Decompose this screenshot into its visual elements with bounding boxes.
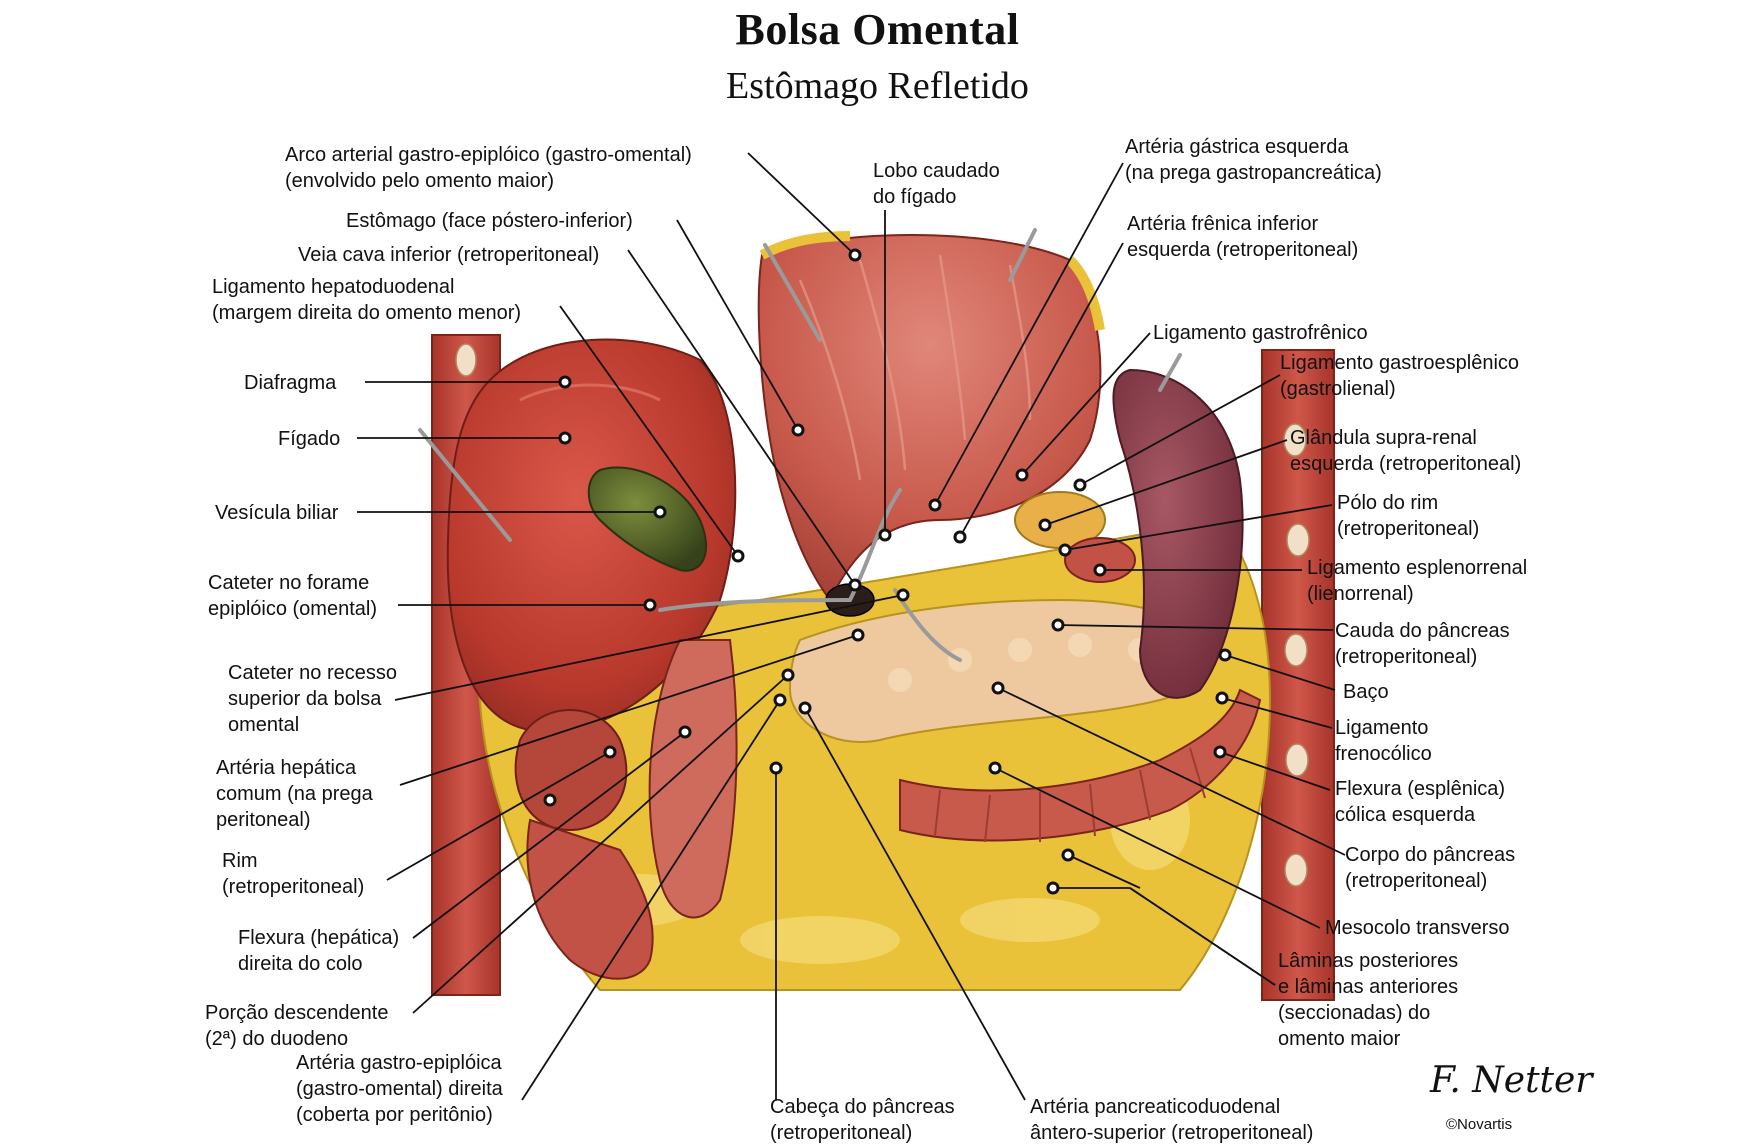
label-cabeca-pancreas: Cabeça do pâncreas(retroperitoneal) xyxy=(770,1096,955,1144)
label-diafragma: Diafragma xyxy=(244,372,337,394)
label-arco-arterial: Arco arterial gastro-epiplóico (gastro-o… xyxy=(285,144,692,192)
right-kidney xyxy=(514,709,628,832)
label-mesocolo: Mesocolo transverso xyxy=(1325,917,1510,939)
stomach xyxy=(757,234,1102,602)
duodenum xyxy=(648,639,738,919)
label-polo-rim: Pólo do rim(retroperitoneal) xyxy=(1337,492,1480,540)
spleen xyxy=(1112,368,1244,699)
label-vesicula-biliar: Vesícula biliar xyxy=(215,502,339,524)
artist-signature: F. Netter xyxy=(1430,1060,1593,1101)
label-baco: Baço xyxy=(1343,681,1389,703)
label-ligamento-hepatoduodenal: Ligamento hepatoduodenal(margem direita … xyxy=(212,276,522,324)
label-veia-cava: Veia cava inferior (retroperitoneal) xyxy=(298,244,600,266)
right-abdominal-wall xyxy=(1261,349,1335,1001)
label-arteria-gastrica: Artéria gástrica esquerda(na prega gastr… xyxy=(1125,136,1382,184)
catheter-epiploic-foramen xyxy=(658,598,852,612)
left-kidney-pole xyxy=(1064,537,1136,583)
label-ligamento-gastrofrenico: Ligamento gastrofrênico xyxy=(1153,322,1368,344)
label-corpo-pancreas: Corpo do pâncreas(retroperitoneal) xyxy=(1345,844,1516,892)
label-cauda-pancreas: Cauda do pâncreas(retroperitoneal) xyxy=(1335,620,1510,668)
label-rim: Rim(retroperitoneal) xyxy=(222,850,365,898)
label-arteria-gastroepiploica: Artéria gastro-epiplóica(gastro-omental)… xyxy=(296,1052,503,1126)
page-title: Bolsa Omental xyxy=(735,5,1020,54)
leader-lines xyxy=(357,152,1346,1101)
label-ligamento-gastroesplenico: Ligamento gastroesplênico(gastrolienal) xyxy=(1280,352,1520,400)
copyright-notice: ©Novartis xyxy=(1446,1116,1513,1133)
label-flexura-esplenica: Flexura (esplênica)cólica esquerda xyxy=(1335,778,1506,826)
label-porcao-descendente: Porção descendente(2ª) do duodeno xyxy=(205,1002,389,1050)
callout-markers xyxy=(543,248,1232,895)
gallbladder xyxy=(587,466,708,572)
label-ligamento-esplenorrenal: Ligamento esplenorrenal(lienorrenal) xyxy=(1307,557,1528,605)
label-figado: Fígado xyxy=(278,428,341,450)
page-subtitle: Estômago Refletido xyxy=(726,65,1029,107)
label-flexura-hepatica: Flexura (hepática)direita do colo xyxy=(238,927,400,975)
hepatic-flexure xyxy=(526,818,654,980)
label-estomago: Estômago (face póstero-inferior) xyxy=(346,210,633,232)
